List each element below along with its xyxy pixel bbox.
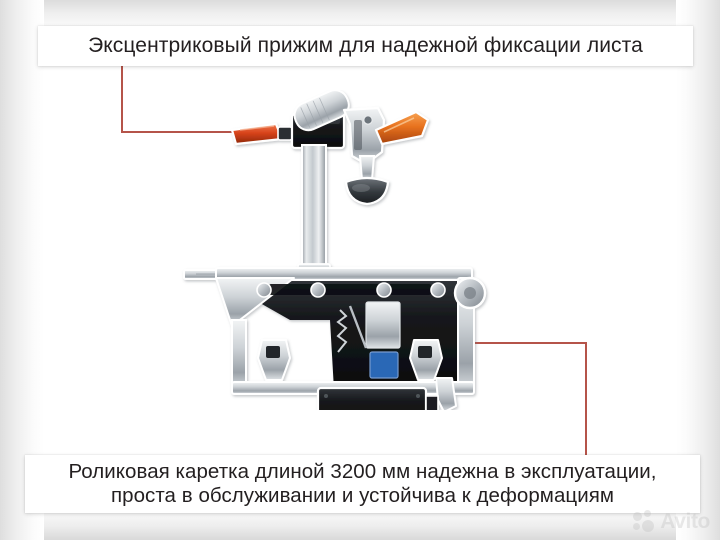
clamp-lever-right — [374, 110, 430, 146]
callout-bottom-text-line1: Роликовая каретка длиной 3200 мм надежна… — [68, 459, 657, 483]
callout-line-bottom-vertical — [585, 342, 587, 456]
clamp-lever-left — [230, 122, 293, 146]
end-roller — [453, 276, 487, 310]
callout-line-top-vertical — [121, 66, 123, 132]
clamp-barrel — [293, 90, 350, 132]
carriage-body — [216, 278, 472, 390]
lower-clamp-right — [409, 339, 443, 381]
blue-component — [369, 351, 399, 379]
clamp-stem — [358, 155, 376, 181]
clamp-rubber-pad — [344, 176, 390, 206]
bottom-cover-panel — [316, 386, 428, 410]
callout-top-text: Эксцентриковый прижим для надежной фикса… — [88, 34, 643, 58]
machine-illustration — [183, 90, 487, 410]
vertical-column — [297, 144, 331, 275]
tension-spring — [336, 309, 348, 353]
callout-banner-bottom: Роликовая каретка длиной 3200 мм надежна… — [25, 455, 700, 513]
callout-bottom-text-line2: проста в обслуживании и устойчива к дефо… — [111, 484, 614, 507]
lower-hook-arm — [435, 377, 457, 410]
linkage-rod — [348, 305, 368, 349]
avito-dots-icon — [633, 510, 657, 534]
roller-carriage-assembly — [183, 267, 487, 410]
callout-line-top-horizontal — [121, 131, 241, 133]
carriage-roller-bearings — [256, 282, 446, 298]
carriage-top-slots — [268, 284, 432, 295]
internal-block — [365, 301, 401, 349]
eccentric-clamp-assembly — [230, 90, 430, 206]
callout-banner-top: Эксцентриковый прижим для надежной фикса… — [38, 26, 693, 66]
callout-line-bottom-horizontal — [397, 342, 587, 344]
avito-watermark-text: Avito — [660, 510, 710, 533]
lower-clamp-left — [257, 339, 291, 381]
avito-watermark: Avito — [633, 510, 710, 534]
